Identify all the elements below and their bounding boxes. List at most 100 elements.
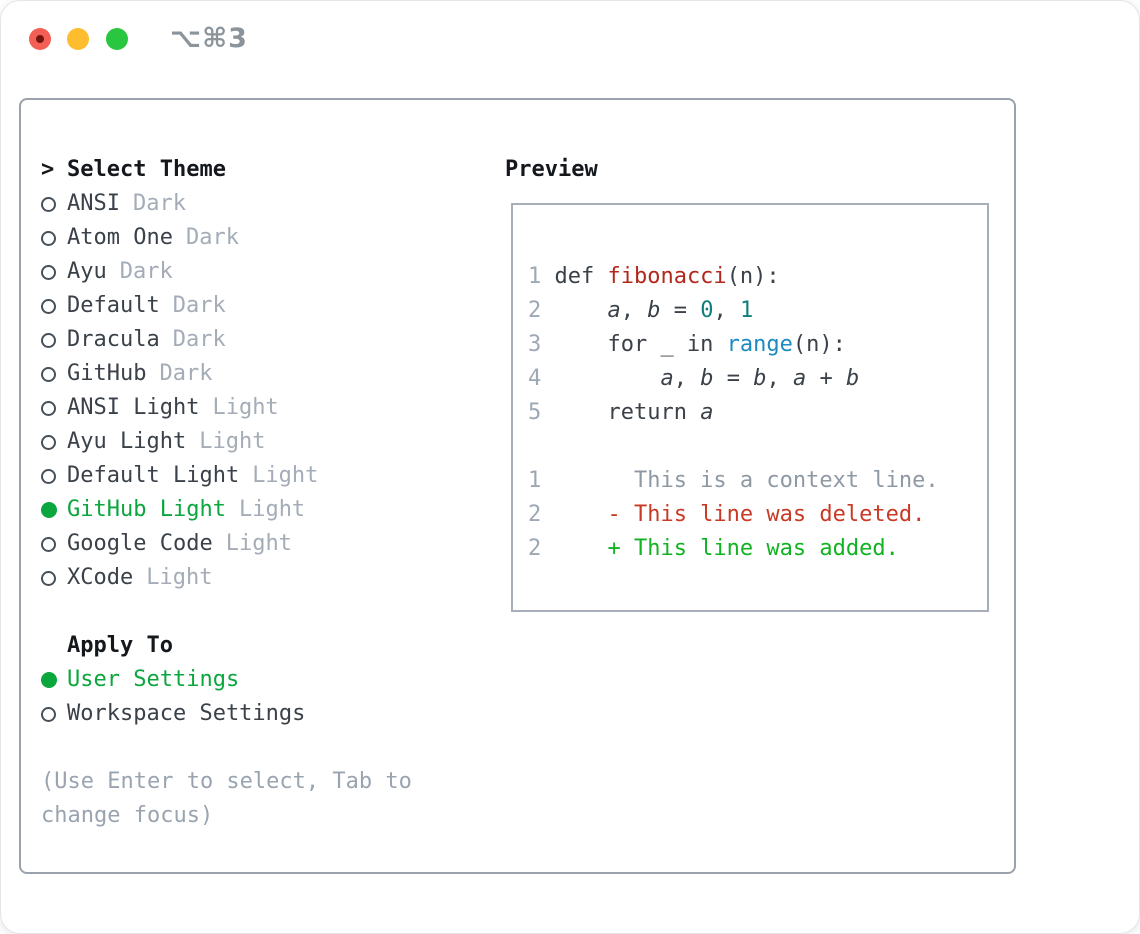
radio-icon bbox=[41, 264, 56, 280]
radio-slot bbox=[41, 264, 67, 280]
radio-slot bbox=[41, 502, 67, 518]
theme-variant-tag: Light bbox=[238, 497, 306, 522]
code-token: - This line was deleted. bbox=[554, 502, 926, 527]
radio-slot bbox=[41, 230, 67, 246]
theme-name: ANSI bbox=[67, 191, 120, 216]
theme-option[interactable]: ANSI Dark bbox=[41, 187, 412, 221]
theme-variant-tag: Light bbox=[146, 565, 213, 590]
code-token: , bbox=[620, 298, 648, 323]
radio-slot bbox=[41, 536, 67, 552]
code-token: b bbox=[845, 366, 860, 391]
cursor-icon: > bbox=[41, 157, 55, 182]
code-token: a bbox=[792, 366, 807, 391]
preview-title: Preview bbox=[505, 157, 598, 182]
code-token: a bbox=[700, 400, 714, 425]
line-number: 1 bbox=[528, 468, 542, 493]
radio-slot bbox=[41, 706, 67, 722]
minimize-button-icon[interactable] bbox=[67, 27, 89, 50]
theme-option[interactable]: GitHub Light Light bbox=[41, 493, 412, 527]
theme-name: Ayu bbox=[67, 259, 107, 284]
theme-picker-panel: > Select Theme ANSI Dark Atom One Dark A… bbox=[19, 98, 1016, 874]
code-token: fibonacci bbox=[607, 264, 727, 289]
code-token: b bbox=[753, 366, 767, 391]
line-number: 3 bbox=[528, 332, 542, 357]
code-token: for _ in bbox=[554, 332, 727, 357]
line-number: 5 bbox=[528, 400, 542, 425]
radio-slot bbox=[41, 434, 67, 450]
apply-to-option[interactable]: User Settings bbox=[41, 663, 412, 697]
theme-variant-tag: Dark bbox=[132, 191, 186, 216]
code-token: = bbox=[660, 298, 701, 323]
theme-variant-tag: Dark bbox=[159, 361, 213, 386]
theme-option[interactable]: Google Code Light bbox=[41, 527, 412, 561]
theme-name: Google Code bbox=[67, 531, 213, 556]
theme-option[interactable]: ANSI Light Light bbox=[41, 391, 412, 425]
code-token: b bbox=[700, 366, 714, 391]
hint-line-2: change focus) bbox=[41, 803, 214, 828]
radio-icon bbox=[41, 706, 56, 722]
line-number: 2 bbox=[528, 536, 542, 561]
radio-icon bbox=[41, 502, 57, 518]
select-theme-header: > Select Theme bbox=[41, 153, 412, 187]
theme-name: GitHub bbox=[67, 361, 147, 386]
code-token: + This line was added. bbox=[554, 536, 899, 561]
radio-icon bbox=[41, 672, 57, 688]
radio-icon bbox=[41, 196, 56, 212]
theme-option[interactable]: Ayu Dark bbox=[41, 255, 412, 289]
select-theme-label: Select Theme bbox=[67, 157, 226, 182]
radio-slot bbox=[41, 366, 67, 382]
line-number: 2 bbox=[528, 502, 542, 527]
cursor-slot: > bbox=[41, 153, 67, 187]
theme-name: Ayu Light bbox=[67, 429, 187, 454]
theme-option[interactable]: Default Dark bbox=[41, 289, 412, 323]
preview-code-box: 1 def fibonacci(n): 2 a, b = 0, 1 3 for … bbox=[511, 203, 989, 612]
theme-option[interactable]: XCode Light bbox=[41, 561, 412, 595]
code-line bbox=[528, 430, 987, 464]
line-number: 2 bbox=[528, 298, 542, 323]
radio-slot bbox=[41, 672, 67, 688]
radio-icon bbox=[41, 400, 56, 416]
theme-variant-tag: Light bbox=[212, 395, 279, 420]
theme-option[interactable]: Default Light Light bbox=[41, 459, 412, 493]
option-name: User Settings bbox=[67, 667, 240, 692]
radio-slot bbox=[41, 468, 67, 484]
apply-to-option[interactable]: Workspace Settings bbox=[41, 697, 412, 731]
code-token: (n): bbox=[792, 332, 846, 357]
theme-name: GitHub Light bbox=[67, 497, 226, 522]
radio-slot bbox=[41, 400, 67, 416]
spacer bbox=[41, 731, 412, 765]
hint-line-1: (Use Enter to select, Tab to bbox=[41, 769, 412, 794]
line-number bbox=[528, 430, 554, 464]
code-line: 1 def fibonacci(n): bbox=[528, 260, 987, 294]
code-line: 3 for _ in range(n): bbox=[528, 328, 987, 362]
theme-option[interactable]: Atom One Dark bbox=[41, 221, 412, 255]
code-token: (n): bbox=[726, 264, 780, 289]
code-token bbox=[554, 362, 660, 396]
code-line: 2 a, b = 0, 1 bbox=[528, 294, 987, 328]
theme-option[interactable]: Dracula Dark bbox=[41, 323, 412, 357]
close-button-icon[interactable] bbox=[29, 27, 51, 50]
zoom-button-icon[interactable] bbox=[106, 27, 128, 50]
code-token bbox=[554, 294, 607, 328]
code-line: 2 + This line was added. bbox=[528, 532, 987, 566]
code-token: , bbox=[766, 366, 793, 391]
theme-variant-tag: Dark bbox=[172, 293, 226, 318]
theme-list: > Select Theme ANSI Dark Atom One Dark A… bbox=[41, 153, 412, 833]
option-name: Workspace Settings bbox=[67, 701, 306, 726]
code-line: 1 This is a context line. bbox=[528, 464, 987, 498]
code-token: This is a context line. bbox=[554, 468, 939, 493]
theme-option[interactable]: GitHub Dark bbox=[41, 357, 412, 391]
theme-name: Default bbox=[67, 293, 160, 318]
code-token: 1 bbox=[739, 298, 754, 323]
code-line: 4 a, b = b, a + b bbox=[528, 362, 987, 396]
theme-variant-tag: Light bbox=[252, 463, 319, 488]
radio-slot bbox=[41, 298, 67, 314]
radio-icon bbox=[41, 434, 56, 450]
theme-option[interactable]: Ayu Light Light bbox=[41, 425, 412, 459]
theme-variant-tag: Light bbox=[199, 429, 266, 454]
code-token: + bbox=[806, 366, 846, 391]
code-token: range bbox=[726, 332, 793, 357]
radio-icon bbox=[41, 366, 56, 382]
theme-name: ANSI Light bbox=[67, 395, 200, 420]
radio-icon bbox=[41, 536, 56, 552]
